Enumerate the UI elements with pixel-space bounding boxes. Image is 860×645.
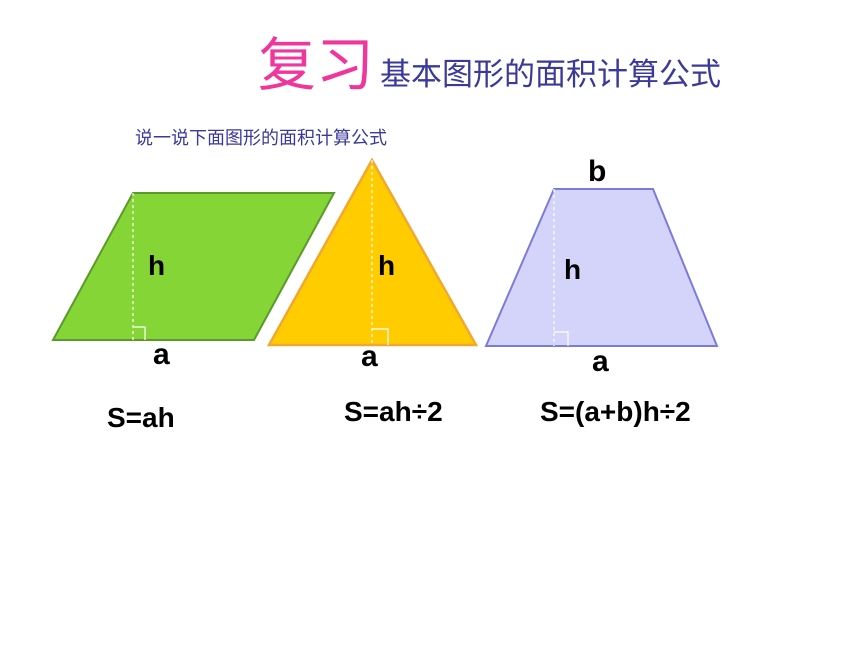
parallelogram-shape — [51, 192, 336, 341]
parallelogram-height-label: h — [148, 250, 166, 281]
triangle-height-label: h — [378, 250, 396, 281]
triangle-formula: S=ah÷2 — [344, 396, 443, 427]
slide-title: 复习基本图形的面积计算公式 — [258, 18, 721, 102]
trapezoid-top-label: b — [588, 155, 607, 188]
title-review: 复习 — [258, 31, 375, 99]
prompt-text: 说一说下面图形的面积计算公式 — [135, 128, 387, 149]
trapezoid-height-label: h — [564, 254, 582, 285]
trapezoid-right-angle — [554, 331, 569, 346]
trapezoid-shape — [484, 188, 719, 347]
parallelogram-base-label: a — [153, 338, 170, 371]
parallelogram-formula: S=ah — [107, 402, 175, 433]
parallelogram-right-angle — [133, 326, 146, 340]
title-subtitle: 基本图形的面积计算公式 — [380, 57, 722, 93]
triangle-base-label: a — [361, 340, 378, 373]
triangle-right-angle — [372, 328, 389, 345]
trapezoid-formula: S=(a+b)h÷2 — [540, 396, 691, 427]
trapezoid-base-label: a — [592, 345, 609, 378]
